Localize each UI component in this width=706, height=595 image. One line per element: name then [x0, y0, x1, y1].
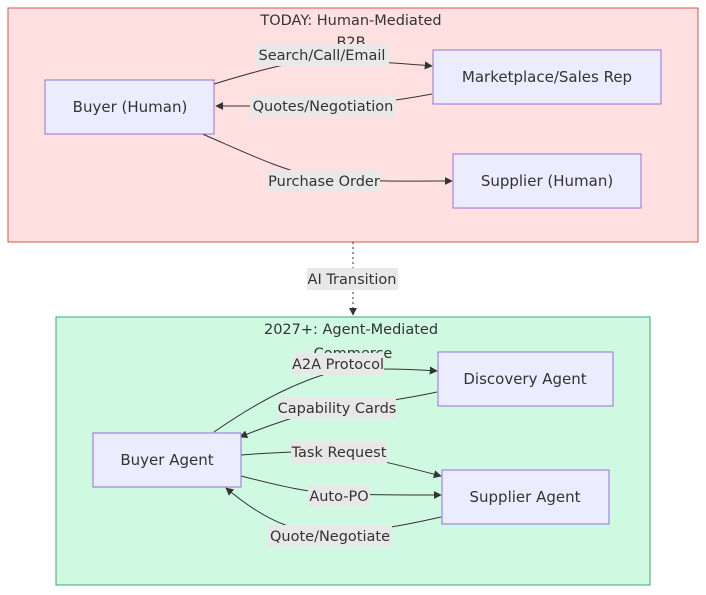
node-label: Discovery Agent — [463, 370, 586, 388]
node-marketplace-sales-rep[interactable]: Marketplace/Sales Rep — [432, 49, 662, 105]
edge-label-auto-po: Auto-PO — [308, 485, 370, 507]
node-supplier-agent[interactable]: Supplier Agent — [441, 469, 610, 525]
node-label: Marketplace/Sales Rep — [462, 68, 632, 86]
node-buyer-agent[interactable]: Buyer Agent — [92, 432, 242, 488]
edge-label-text: AI Transition — [308, 272, 397, 288]
edge-label-ai-transition: AI Transition — [307, 268, 398, 290]
edge-label-bg — [268, 525, 392, 547]
edge-label-bg — [307, 268, 398, 290]
node-box — [437, 351, 614, 407]
node-discovery-agent[interactable]: Discovery Agent — [437, 351, 614, 407]
node-supplier-human[interactable]: Supplier (Human) — [452, 153, 642, 209]
node-box — [441, 469, 610, 525]
edge-label-text: Quote/Negotiate — [270, 529, 390, 545]
cluster-future-title-line1: 2027+: Agent-Mediated — [264, 322, 438, 338]
node-box — [432, 49, 662, 105]
edge-label-text: Search/Call/Email — [259, 48, 386, 64]
edge-label-bg — [256, 44, 389, 66]
edge-label-text: A2A Protocol — [292, 357, 384, 373]
edge-label-quote-negotiate: Quote/Negotiate — [268, 525, 392, 547]
edge-label-search-call-email: Search/Call/Email — [256, 44, 389, 66]
edge-label-text: Quotes/Negotiation — [253, 99, 394, 115]
edge-label-capability-cards: Capability Cards — [278, 397, 397, 419]
cluster-today-title-line1: TODAY: Human-Mediated — [259, 13, 441, 29]
edge-label-text: Auto-PO — [309, 489, 368, 505]
edge-label-text: Purchase Order — [268, 174, 380, 190]
edge-label-quotes-negotiation: Quotes/Negotiation — [250, 95, 396, 117]
edge-label-bg — [250, 95, 396, 117]
node-label: Buyer (Human) — [73, 98, 188, 116]
edge-label-bg — [279, 397, 396, 419]
edge-label-bg — [291, 441, 387, 463]
edge-label-bg — [268, 170, 380, 192]
edge-label-a2a-protocol: A2A Protocol — [292, 353, 384, 375]
edge-label-text: Task Request — [291, 445, 387, 461]
edge-label-text: Capability Cards — [278, 401, 397, 417]
node-label: Buyer Agent — [120, 451, 213, 469]
edge-label-task-request: Task Request — [291, 441, 387, 463]
edge-label-bg — [308, 485, 370, 507]
node-buyer-human[interactable]: Buyer (Human) — [44, 79, 215, 135]
edge-label-purchase-order: Purchase Order — [268, 170, 380, 192]
node-box — [44, 79, 215, 135]
node-label: Supplier (Human) — [481, 172, 613, 190]
edge-label-bg — [293, 353, 384, 375]
node-box — [452, 153, 642, 209]
node-box — [92, 432, 242, 488]
node-label: Supplier Agent — [470, 488, 581, 506]
